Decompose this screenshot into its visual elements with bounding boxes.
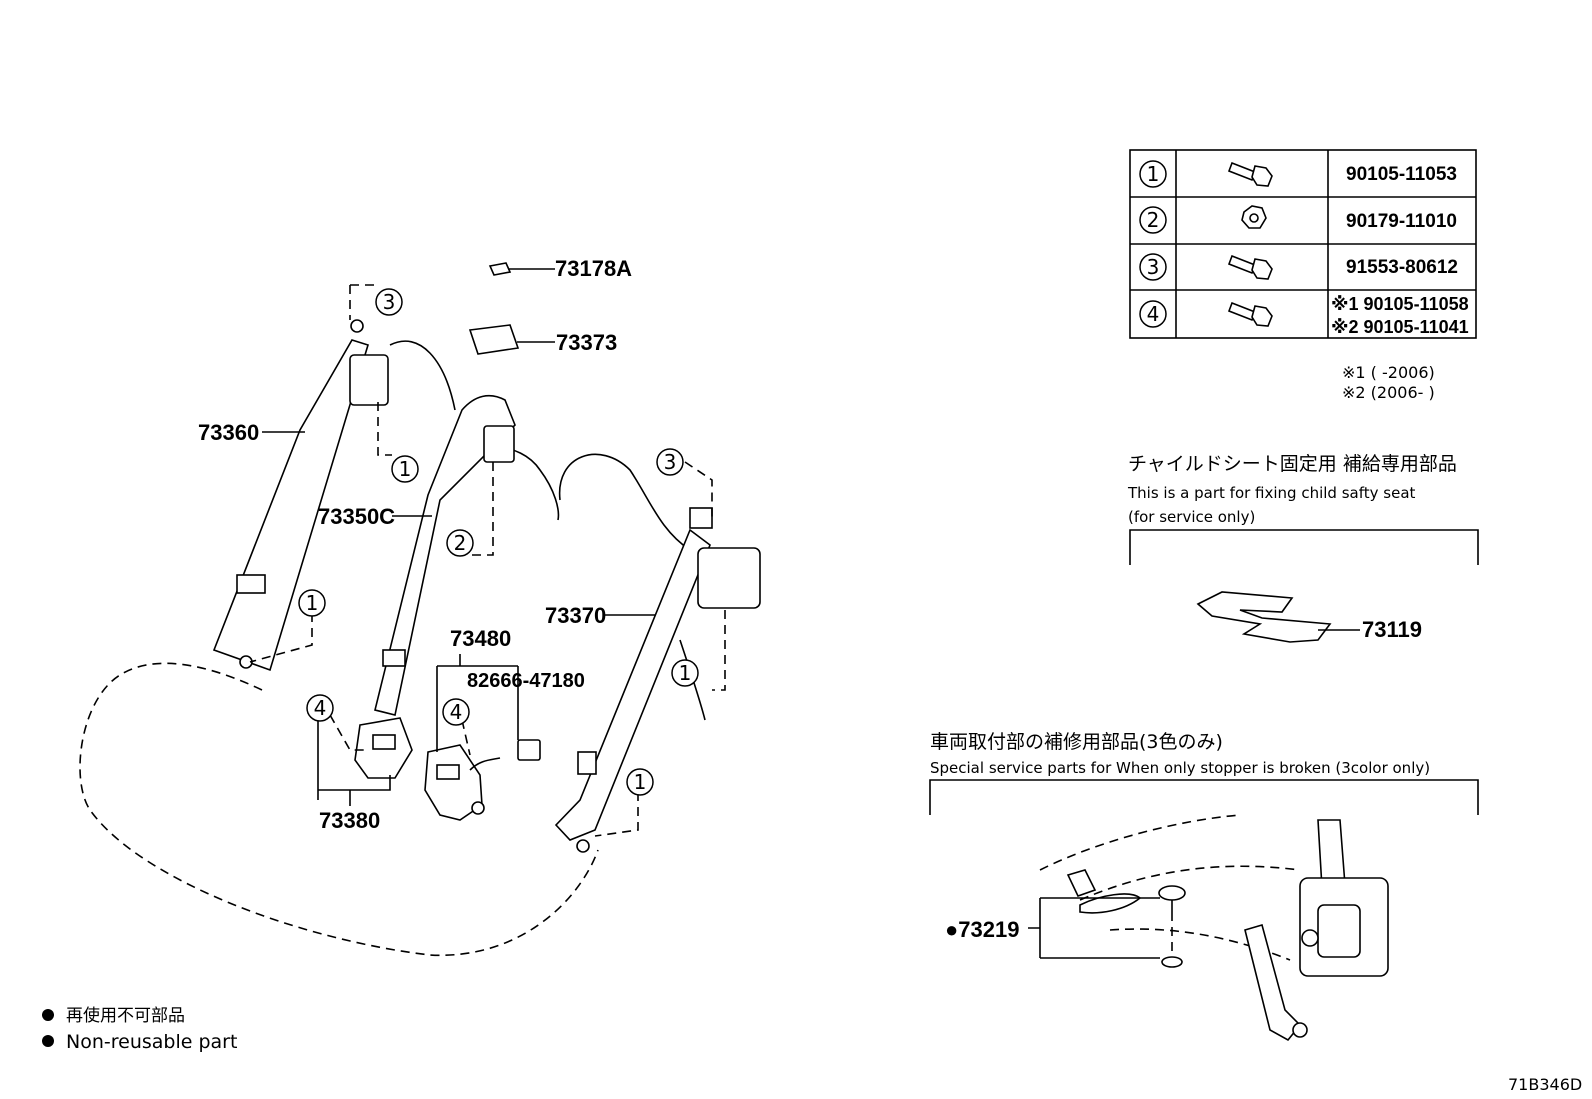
belt-73350C [374, 394, 516, 716]
bolt-icon [1227, 161, 1273, 187]
svg-text:3: 3 [1147, 255, 1160, 279]
label-73360: 73360 [198, 420, 259, 445]
stopper-clip-73219 [1158, 885, 1186, 968]
ref-circle-1-c: 1 [671, 659, 699, 687]
ref-circle-1-d: 1 [626, 768, 654, 796]
seat-back-outline-left [389, 340, 456, 411]
stopper-title-en: Special service parts for When only stop… [930, 759, 1430, 777]
drawing-id: 71B346D [1508, 1075, 1582, 1094]
svg-text:2: 2 [1147, 208, 1160, 232]
ref-circle-1-a: 1 [391, 455, 419, 483]
footnote-2: ※2 (2006- ) [1342, 383, 1435, 402]
footnote-1: ※1 ( -2006) [1342, 363, 1435, 382]
child-seat-title-en2: (for service only) [1128, 508, 1255, 526]
ref-circle-3-left: 3 [375, 288, 403, 316]
ref-circle-1-b: 1 [298, 589, 326, 617]
label-73370: 73370 [545, 603, 606, 628]
svg-text:4: 4 [1147, 302, 1160, 326]
table-partno-4a: ※1 90105-11058 [1331, 294, 1469, 314]
legend-en: Non-reusable part [66, 1031, 237, 1053]
svg-text:2: 2 [454, 531, 467, 555]
svg-text:1: 1 [1147, 162, 1160, 186]
label-73119: 73119 [1362, 617, 1422, 642]
svg-text:1: 1 [306, 591, 319, 615]
buckle-73380 [354, 717, 413, 779]
svg-text:1: 1 [679, 661, 692, 685]
table-partno-4b: ※2 90105-11041 [1331, 317, 1469, 337]
legend: 再使用不可部品 Non-reusable part [42, 1005, 237, 1053]
table-ref-3: 3 [1139, 253, 1167, 281]
non-reusable-bullet-icon [42, 1009, 54, 1021]
label-73350C: 73350C [318, 504, 395, 529]
belt-73370 [554, 507, 761, 853]
belt-73360 [212, 319, 389, 672]
label-73373: 73373 [556, 330, 617, 355]
label-82666-47180: 82666-47180 [467, 670, 585, 692]
bolt-icon [1227, 254, 1273, 280]
part-73373 [468, 324, 520, 355]
connector-82666-47180 [469, 739, 541, 771]
svg-text:1: 1 [634, 770, 647, 794]
seat-outline [79, 662, 599, 956]
label-73219: ●73219 [945, 917, 1019, 942]
table-ref-4: 4 [1139, 300, 1167, 328]
table-ref-2: 2 [1139, 206, 1167, 234]
fastener-table: 1 2 3 4 90105-11053 90179-11010 91553-80… [1129, 149, 1477, 339]
ref-circle-3-right: 3 [656, 448, 684, 476]
stopper-assembly [1039, 814, 1389, 1042]
non-reusable-bullet-icon [42, 1035, 54, 1047]
svg-text:3: 3 [664, 450, 677, 474]
stopper-title-jp: 車両取付部の補修用部品(3色のみ) [930, 731, 1223, 753]
svg-text:3: 3 [383, 290, 396, 314]
seat-side-outline [679, 639, 706, 721]
svg-text:4: 4 [314, 696, 327, 720]
plate-73119 [1196, 591, 1332, 643]
ref-circle-2: 2 [446, 529, 474, 557]
table-partno-3: 91553-80612 [1346, 257, 1458, 278]
table-partno-2: 90179-11010 [1346, 211, 1457, 232]
label-73380: 73380 [319, 808, 380, 833]
child-seat-box [1129, 529, 1479, 565]
table-ref-1: 1 [1139, 160, 1167, 188]
stopper-box [929, 779, 1479, 815]
ref-circle-4-b: 4 [442, 698, 470, 726]
bolt-icon [1227, 301, 1273, 327]
ref-circle-4-a: 4 [306, 694, 334, 722]
nut-icon [1241, 205, 1267, 229]
child-seat-title-jp: チャイルドシート固定用 補給専用部品 [1128, 453, 1457, 475]
table-partno-1: 90105-11053 [1346, 164, 1457, 185]
child-seat-title-en1: This is a part for fixing child safty se… [1127, 484, 1416, 502]
label-73480: 73480 [450, 626, 511, 651]
legend-jp: 再使用不可部品 [66, 1005, 185, 1026]
label-73178A: 73178A [555, 256, 632, 281]
part-73178A [488, 262, 512, 276]
buckle-73480 [424, 744, 485, 821]
seat-back-outline-right [558, 453, 691, 551]
svg-text:1: 1 [399, 457, 412, 481]
svg-text:4: 4 [450, 700, 463, 724]
